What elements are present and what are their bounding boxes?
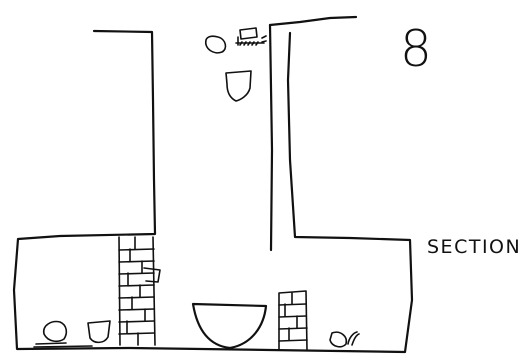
- page-number: 8: [400, 20, 432, 78]
- flat-tool: [34, 343, 92, 347]
- small-pot: [88, 321, 110, 342]
- right-brick-wall: [279, 291, 307, 350]
- large-bowl: [193, 304, 266, 348]
- left-brick-wall: [119, 237, 160, 345]
- round-stone-bottom: [44, 322, 67, 342]
- shaft-outline: [14, 17, 412, 352]
- shaft-inner-right-wall: [270, 25, 272, 250]
- small-vessel-right: [330, 332, 359, 347]
- round-stone-top: [206, 36, 226, 53]
- section-label: SECTION: [427, 236, 521, 258]
- top-artifacts: [206, 28, 266, 101]
- shaft-top-right-edge: [270, 17, 356, 25]
- shield-vessel: [226, 71, 251, 101]
- bottom-left-artifacts: [34, 321, 110, 347]
